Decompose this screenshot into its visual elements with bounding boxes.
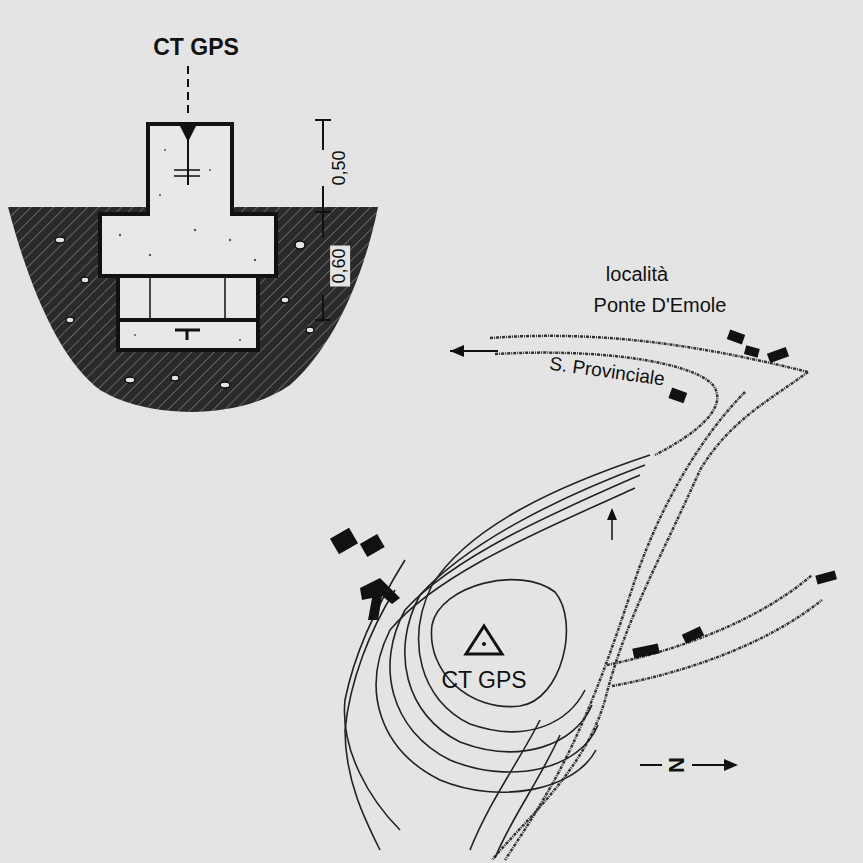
place-label: località: [606, 263, 668, 285]
station-name: CT GPS: [441, 668, 526, 693]
dimension-label: 0,50: [330, 147, 350, 188]
place-label: Ponte D'Emole: [594, 294, 727, 316]
station-name: CT GPS: [153, 35, 239, 60]
road-label: S. Provinciale: [548, 354, 666, 391]
north-label: N: [665, 757, 689, 773]
dimension-label: 0,60: [330, 245, 350, 286]
